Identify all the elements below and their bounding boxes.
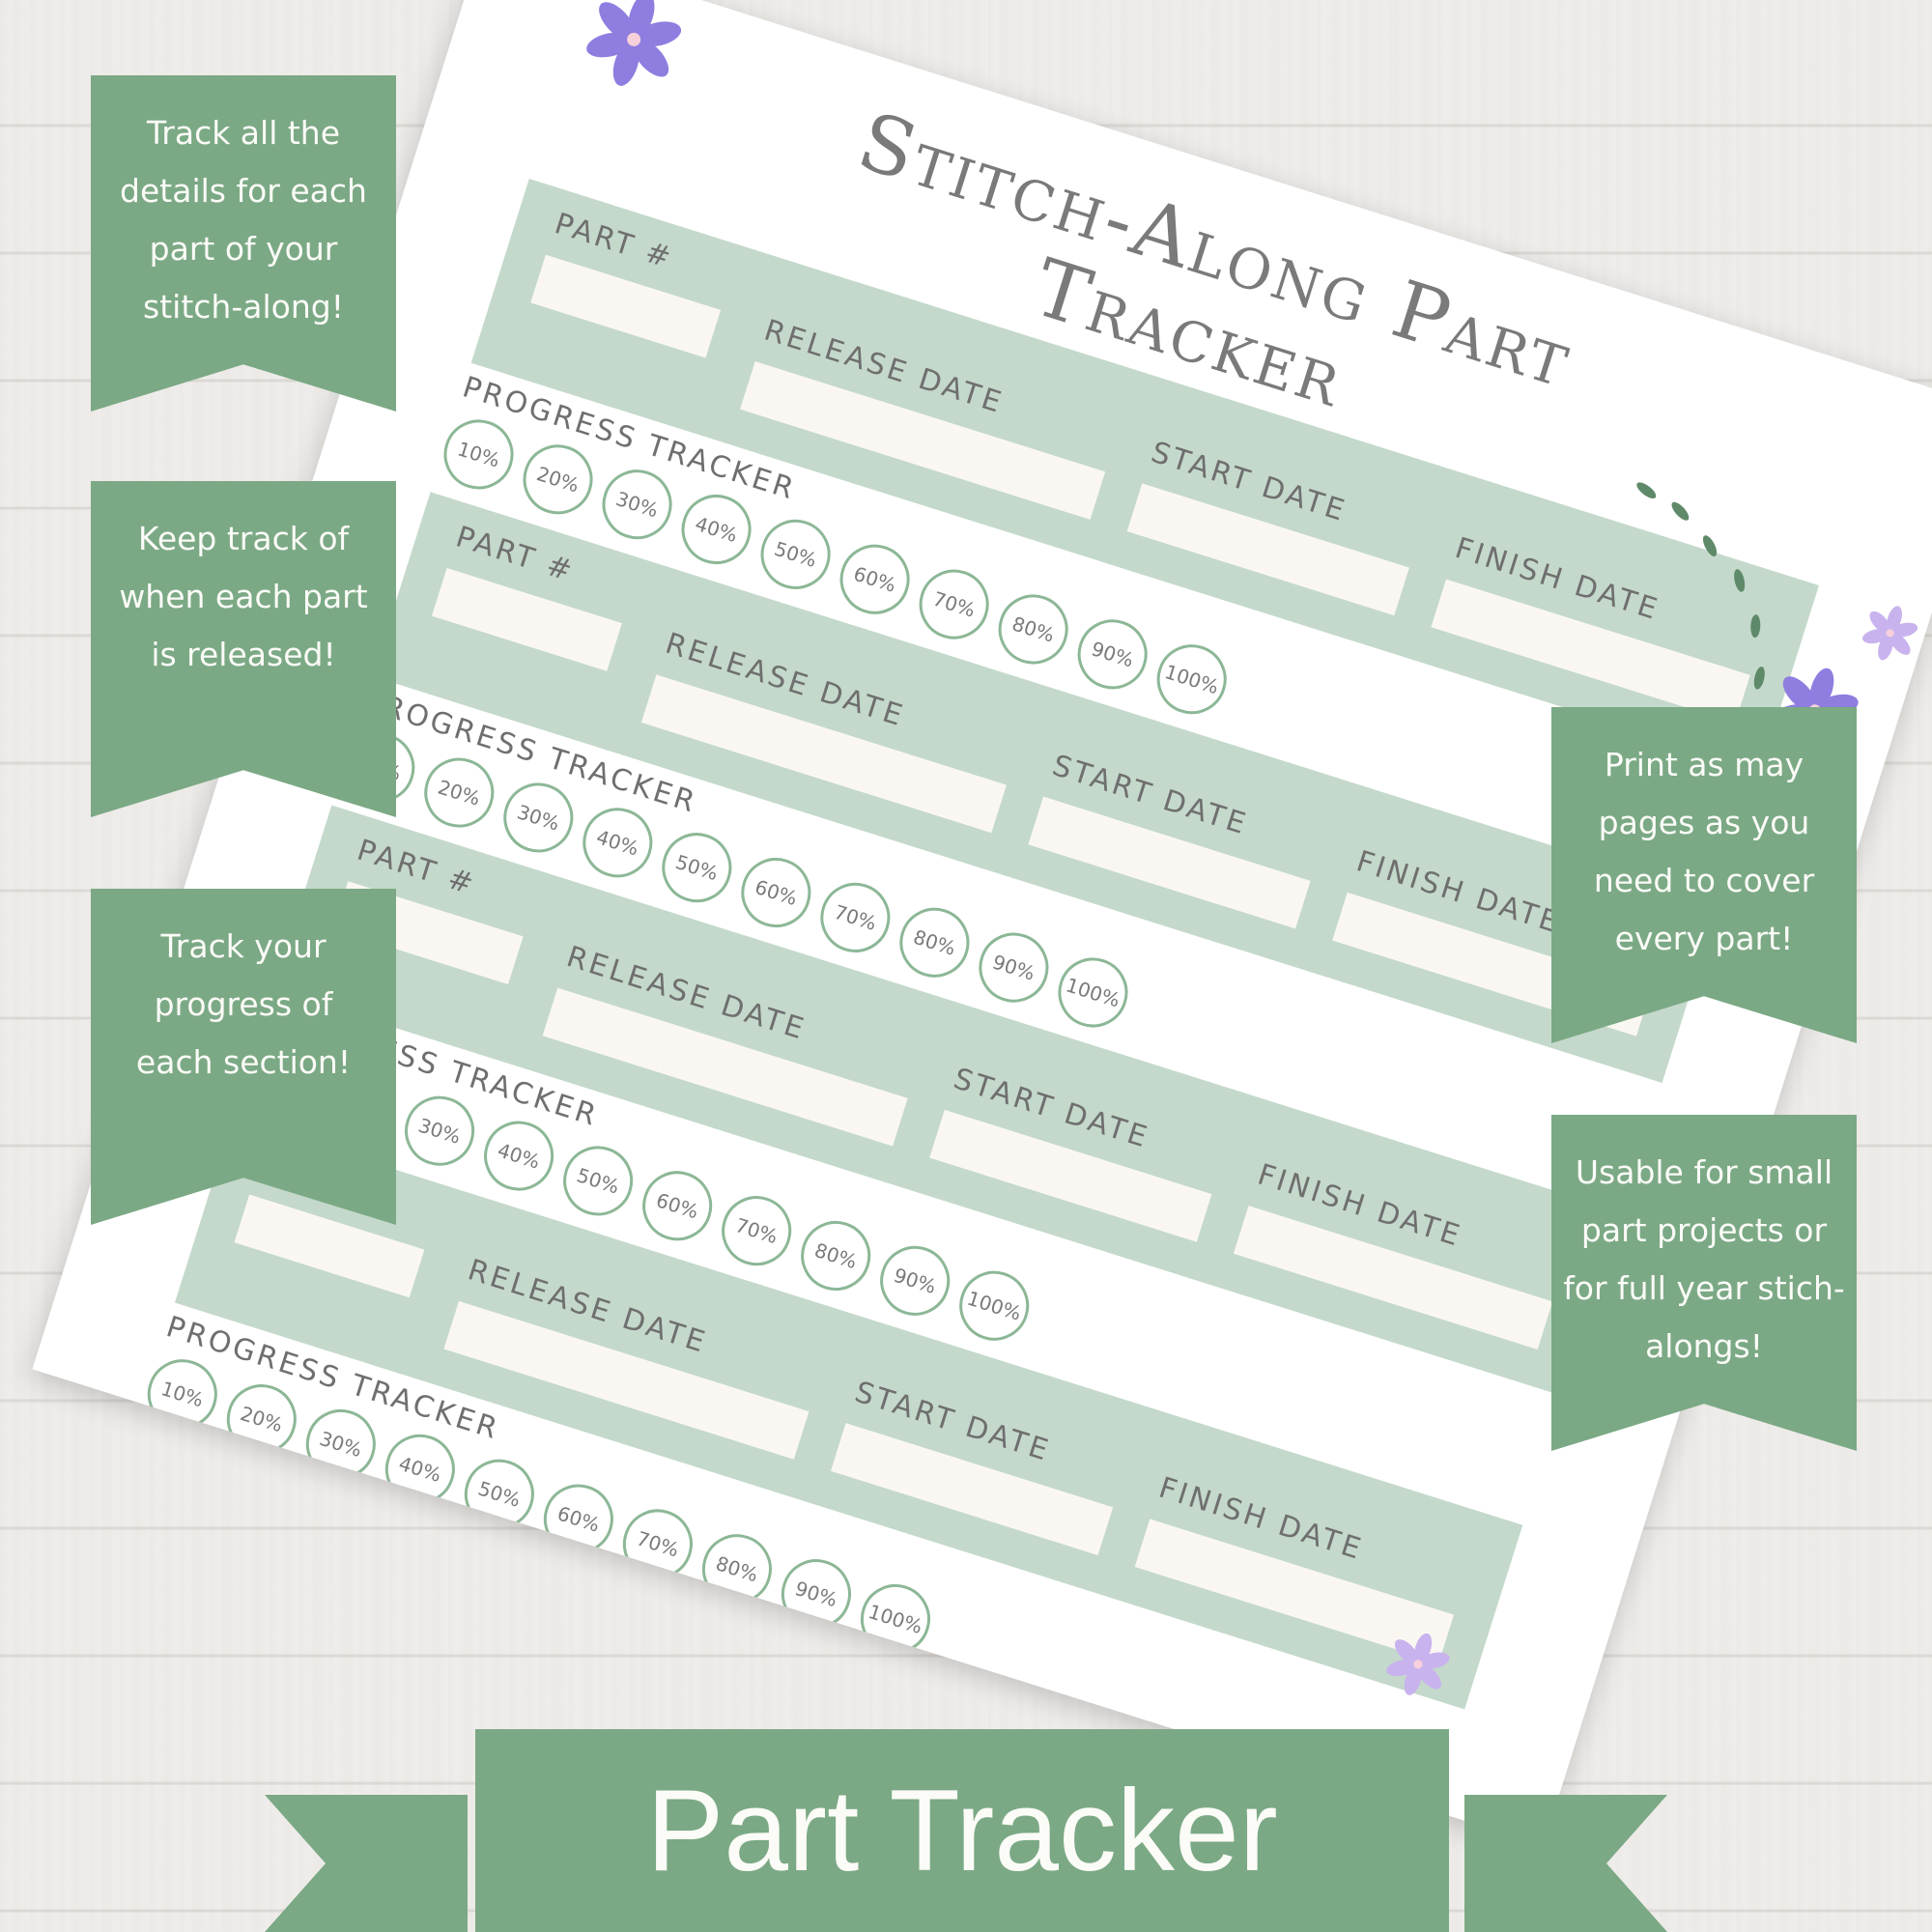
progress-circle[interactable]: 10%	[138, 1350, 226, 1438]
banner-tail-left	[265, 1795, 468, 1932]
progress-circle[interactable]: 20%	[514, 436, 602, 524]
ribbon-text: when each part	[119, 578, 368, 615]
ribbon-text: Keep track of	[137, 520, 350, 557]
progress-circle[interactable]: 20%	[217, 1375, 305, 1463]
progress-circle[interactable]: 100%	[1049, 949, 1137, 1037]
progress-circle[interactable]: 60%	[633, 1162, 722, 1250]
ribbon-text: every part!	[1614, 920, 1794, 957]
progress-circle[interactable]: 80%	[792, 1211, 880, 1300]
progress-circle[interactable]: 80%	[693, 1525, 781, 1613]
progress-circle[interactable]: 50%	[455, 1450, 544, 1538]
ribbon-text: need to cover	[1593, 862, 1815, 899]
progress-circle[interactable]: 40%	[574, 799, 662, 887]
progress-circle[interactable]: 100%	[951, 1262, 1038, 1350]
progress-circle[interactable]: 70%	[712, 1186, 801, 1275]
progress-circle[interactable]: 40%	[376, 1425, 465, 1513]
feature-ribbon-usable: Usable for small part projects or for fu…	[1551, 1115, 1857, 1451]
ribbon-text: Track your	[160, 927, 327, 965]
progress-circle[interactable]: 90%	[970, 923, 1058, 1011]
progress-circle[interactable]: 10%	[435, 411, 523, 498]
feature-ribbon-release: Keep track of when each part is released…	[91, 481, 396, 817]
progress-circle[interactable]: 100%	[851, 1575, 940, 1663]
ribbon-text: details for each	[120, 172, 367, 210]
ribbon-text: progress of	[154, 985, 333, 1023]
progress-circle[interactable]: 30%	[297, 1400, 384, 1489]
progress-circle[interactable]: 70%	[811, 873, 899, 962]
ribbon-text: Usable for small	[1575, 1153, 1833, 1191]
progress-circle[interactable]: 90%	[1068, 611, 1156, 698]
ribbon-text: part projects or	[1580, 1211, 1828, 1249]
progress-circle[interactable]: 60%	[732, 848, 820, 937]
progress-circle[interactable]: 80%	[891, 898, 979, 986]
ribbon-text: Print as may	[1604, 746, 1804, 783]
banner-title: Part Tracker	[475, 1729, 1449, 1932]
ribbon-text: alongs!	[1645, 1327, 1763, 1365]
flower-icon	[1861, 606, 1918, 661]
progress-circle[interactable]: 100%	[1148, 636, 1236, 724]
feature-ribbon-details: Track all the details for each part of y…	[91, 75, 396, 412]
progress-circle[interactable]: 50%	[752, 510, 839, 599]
ribbon-text: Track all the	[146, 114, 341, 152]
progress-circle[interactable]: 50%	[554, 1137, 642, 1225]
progress-circle[interactable]: 70%	[910, 560, 998, 648]
ribbon-text: for full year stich-	[1563, 1269, 1845, 1307]
progress-circle[interactable]: 20%	[415, 749, 503, 837]
feature-ribbon-print: Print as may pages as you need to cover …	[1551, 707, 1857, 1043]
banner-tail-right	[1464, 1795, 1667, 1932]
feature-ribbon-progress: Track your progress of each section!	[91, 889, 396, 1225]
progress-circle[interactable]: 40%	[474, 1112, 563, 1200]
progress-circle[interactable]: 40%	[672, 485, 760, 574]
progress-circle[interactable]: 30%	[495, 774, 582, 862]
progress-circle[interactable]: 80%	[989, 585, 1077, 673]
ribbon-text: part of your	[149, 230, 338, 268]
ribbon-text: is released!	[151, 636, 336, 673]
flower-icon	[586, 0, 682, 86]
progress-circle[interactable]: 50%	[653, 824, 741, 912]
progress-circle[interactable]: 60%	[534, 1475, 623, 1563]
ribbon-text: pages as you	[1598, 804, 1810, 841]
progress-circle[interactable]: 30%	[593, 461, 681, 549]
progress-circle[interactable]: 70%	[613, 1500, 702, 1588]
progress-circle[interactable]: 90%	[871, 1236, 959, 1325]
ribbon-text: each section!	[135, 1043, 352, 1081]
flower-icon	[1386, 1633, 1450, 1695]
progress-circle[interactable]: 90%	[772, 1549, 861, 1638]
progress-circle[interactable]: 60%	[831, 535, 919, 623]
ribbon-text: stitch-along!	[143, 288, 344, 326]
